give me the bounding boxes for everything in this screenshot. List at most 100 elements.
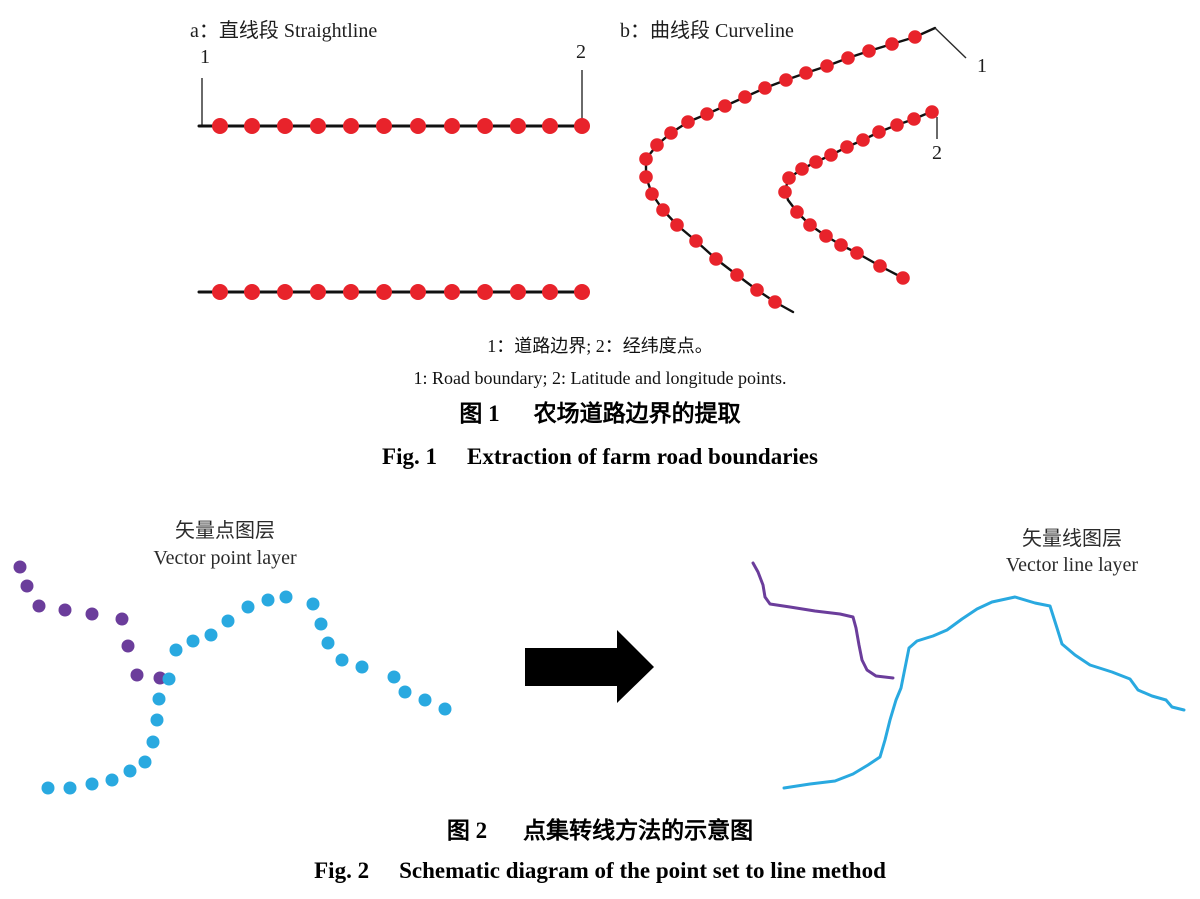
lat-lon-point — [681, 115, 695, 129]
road-boundary-curve-outer — [644, 26, 937, 314]
lat-lon-point — [758, 81, 772, 95]
blue-vector-point — [241, 600, 255, 614]
lat-lon-point — [730, 268, 744, 282]
lat-lon-point — [477, 284, 493, 300]
lat-lon-point — [778, 185, 792, 199]
lat-lon-point — [244, 284, 260, 300]
figure-1-key-cn: 1：道路边界; 2：经纬度点。 — [487, 336, 713, 356]
lat-lon-point — [656, 203, 670, 217]
blue-vector-point — [150, 713, 164, 727]
lat-lon-point — [343, 118, 359, 134]
blue-vector-point — [355, 660, 369, 674]
lat-lon-point — [907, 112, 921, 126]
lat-lon-point — [444, 118, 460, 134]
lat-lon-point — [510, 118, 526, 134]
lat-lon-points-outer-curve — [639, 30, 922, 309]
lat-lon-point — [444, 284, 460, 300]
blue-vector-point — [398, 685, 412, 699]
panel-b-curve-line: b：曲线段 Curveline 1 2 — [620, 19, 987, 314]
lat-lon-point — [277, 284, 293, 300]
blue-vector-point — [105, 773, 119, 787]
point-layer-label-en: Vector point layer — [153, 547, 297, 569]
conversion-arrow — [525, 630, 654, 703]
lat-lon-point — [840, 140, 854, 154]
panel-b-leader-1 — [934, 27, 967, 59]
lat-lon-point — [244, 118, 260, 134]
panel-b-title: b：曲线段 Curveline — [620, 19, 794, 42]
lat-lon-point — [820, 59, 834, 73]
lat-lon-point — [862, 44, 876, 58]
blue-vector-point — [321, 636, 335, 650]
figure-1-number-cn: 图 1 — [459, 401, 499, 426]
lat-lon-point — [645, 187, 659, 201]
lat-lon-point — [782, 171, 796, 185]
blue-vector-point — [169, 643, 183, 657]
vector-point-layer: 矢量点图层 Vector point layer — [13, 519, 452, 795]
lat-lon-point — [277, 118, 293, 134]
blue-vector-point — [261, 593, 275, 607]
lat-lon-point — [574, 284, 590, 300]
line-layer-label-cn: 矢量线图层 — [1022, 527, 1122, 550]
purple-vector-point — [115, 612, 129, 626]
purple-vector-point — [32, 599, 46, 613]
figure-1-key-en: 1: Road boundary; 2: Latitude and longit… — [414, 368, 787, 388]
lat-lon-point — [873, 259, 887, 273]
lat-lon-point — [779, 73, 793, 87]
figure-1-number-en: Fig. 1 — [382, 444, 437, 469]
purple-vector-point — [85, 607, 99, 621]
lat-lon-point — [670, 218, 684, 232]
lat-lon-point — [510, 284, 526, 300]
lat-lon-point — [738, 90, 752, 104]
purple-vector-point — [121, 639, 135, 653]
lat-lon-point — [689, 234, 703, 248]
figure-2-number-en: Fig. 2 — [314, 858, 369, 883]
blue-vector-point — [387, 670, 401, 684]
vector-line-layer: 矢量线图层 Vector line layer — [751, 527, 1186, 790]
blue-vector-point — [85, 777, 99, 791]
lat-lon-point — [376, 118, 392, 134]
lat-lon-point — [700, 107, 714, 121]
lat-lon-point — [885, 37, 899, 51]
lat-lon-point — [212, 118, 228, 134]
figure-2-number-cn: 图 2 — [447, 818, 487, 843]
lat-lon-point — [872, 125, 886, 139]
purple-vector-point — [58, 603, 72, 617]
lat-lon-point — [542, 118, 558, 134]
figure-2-title-cn: 点集转线方法的示意图 — [523, 817, 753, 843]
lat-lon-point — [896, 271, 910, 285]
lat-lon-point — [343, 284, 359, 300]
lat-lon-point — [803, 218, 817, 232]
lat-lon-point — [410, 118, 426, 134]
lat-lon-point — [841, 51, 855, 65]
lat-lon-point — [799, 66, 813, 80]
figure-1: a：直线段 Straightline 1 2 b：曲线段 Curveline 1… — [190, 19, 987, 469]
blue-vector-point — [204, 628, 218, 642]
panel-a-title: a：直线段 Straightline — [190, 19, 377, 42]
lat-lon-point — [664, 126, 678, 140]
blue-point-series — [41, 590, 452, 795]
lat-lon-point — [650, 138, 664, 152]
figure-2: 矢量点图层 Vector point layer 矢量线图层 Vector li… — [13, 519, 1186, 883]
lat-lon-point — [824, 148, 838, 162]
panel-a-straight-line: a：直线段 Straightline 1 2 — [190, 19, 590, 300]
blue-vector-point — [152, 692, 166, 706]
lat-lon-point — [542, 284, 558, 300]
blue-vector-line — [782, 595, 1186, 790]
blue-vector-point — [186, 634, 200, 648]
lat-lon-point — [376, 284, 392, 300]
panel-b-marker-1: 1 — [977, 55, 987, 77]
lat-lon-point — [768, 295, 782, 309]
lat-lon-point — [850, 246, 864, 260]
figure-2-caption-cn: 图 2 点集转线方法的示意图 — [447, 817, 753, 843]
figure-2-title-en: Schematic diagram of the point set to li… — [399, 858, 886, 883]
lat-lon-point — [856, 133, 870, 147]
lat-lon-point — [639, 152, 653, 166]
lat-lon-point — [574, 118, 590, 134]
lat-lon-point — [718, 99, 732, 113]
blue-vector-point — [438, 702, 452, 716]
lat-lon-point — [834, 238, 848, 252]
lat-lon-point — [925, 105, 939, 119]
blue-vector-point — [314, 617, 328, 631]
